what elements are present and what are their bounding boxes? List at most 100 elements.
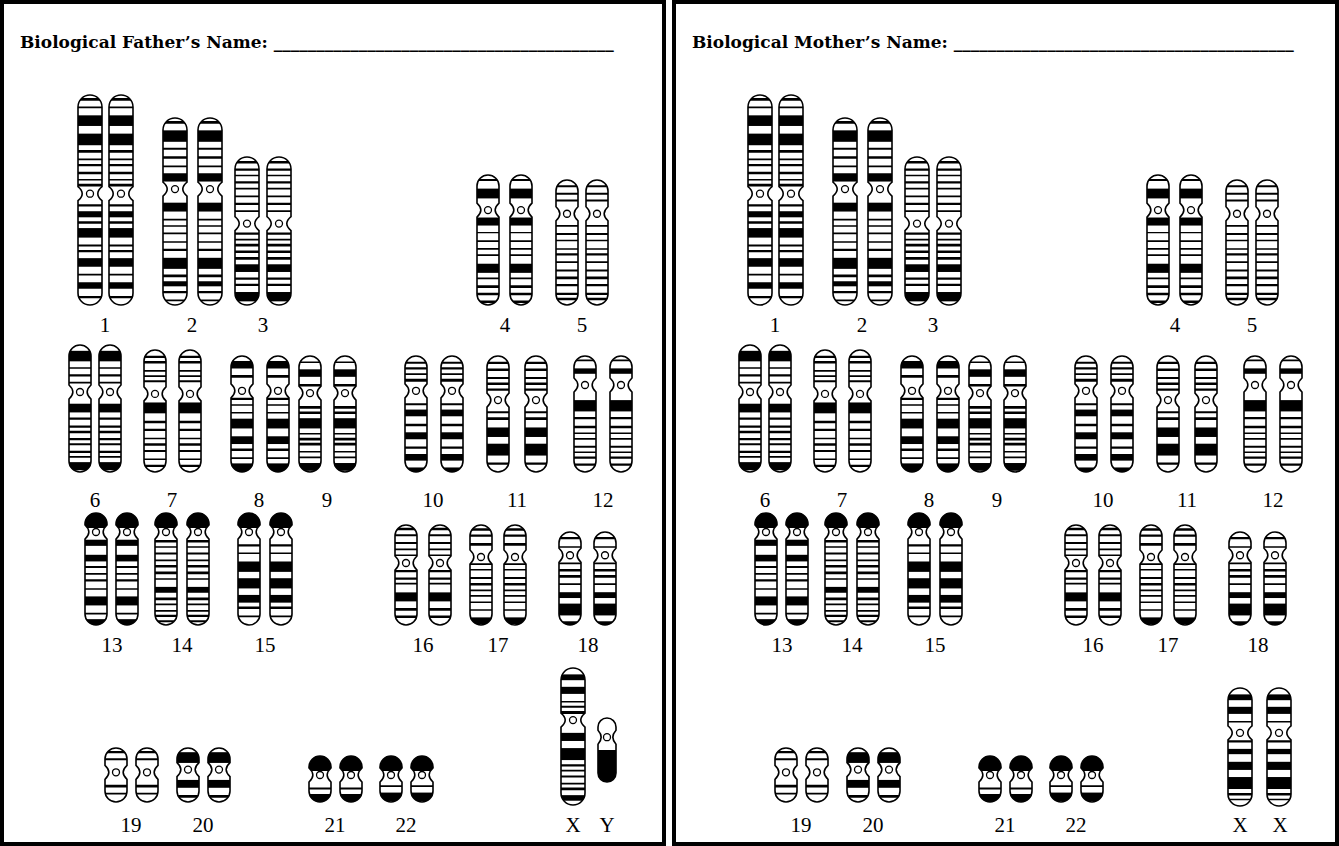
chromosome-band xyxy=(266,169,292,170)
band-line xyxy=(778,250,804,252)
chromosome-band xyxy=(486,378,510,379)
band-line xyxy=(1146,232,1170,233)
chromosome-band xyxy=(585,233,609,234)
chromosome-band xyxy=(469,595,493,596)
chromosome-band xyxy=(832,166,858,167)
band-line xyxy=(440,446,464,448)
band-group xyxy=(230,361,254,473)
chromosome-band xyxy=(754,566,778,567)
band-line xyxy=(237,615,261,617)
chromatid-fill xyxy=(309,756,331,802)
chromatid-fill xyxy=(504,525,526,625)
band-line xyxy=(558,575,582,578)
chromosome-band xyxy=(234,203,260,204)
band-line xyxy=(900,449,924,452)
centromere xyxy=(1012,390,1019,397)
band-line xyxy=(904,239,930,241)
band-line xyxy=(747,296,773,298)
band-line xyxy=(904,244,930,247)
chromosome-band xyxy=(197,148,223,149)
chromosome-band xyxy=(77,134,103,146)
band-group xyxy=(867,122,893,300)
chromosome-band xyxy=(266,412,290,413)
band-line xyxy=(143,429,167,431)
chromosome-band xyxy=(785,566,809,567)
chromosome-band xyxy=(333,418,357,428)
chromosome-band xyxy=(573,446,597,447)
band-line xyxy=(900,375,924,378)
band-line xyxy=(266,277,292,279)
chromatid-outline xyxy=(109,95,133,305)
chromatid-outline xyxy=(334,356,356,472)
chromosome-band xyxy=(609,464,633,465)
chromosome-band xyxy=(428,555,452,556)
dark-band xyxy=(234,264,260,272)
chromatid-fill xyxy=(177,748,199,802)
satellite-cap xyxy=(115,512,139,528)
band-line xyxy=(593,575,617,578)
chromosome-band xyxy=(197,249,223,250)
chromosome-band xyxy=(394,571,418,572)
dark-band xyxy=(440,432,464,439)
centromere xyxy=(594,210,601,217)
band-line xyxy=(555,233,579,235)
chromosome-band xyxy=(747,173,773,174)
chromosome xyxy=(469,525,493,625)
chromatid-fill xyxy=(144,350,166,472)
band-line xyxy=(298,412,322,414)
dark-band xyxy=(476,218,500,226)
chromosome-band xyxy=(108,205,134,206)
centromere xyxy=(278,529,285,536)
chromatid-fill xyxy=(868,118,892,305)
dark-band xyxy=(162,203,188,212)
band-line xyxy=(768,367,792,369)
chromatid-outline xyxy=(755,513,777,625)
chromosome-band xyxy=(747,159,773,160)
band-line xyxy=(404,373,428,375)
chromosome-band xyxy=(1225,249,1249,250)
chromosome-band xyxy=(108,211,134,217)
dark-band xyxy=(778,282,804,288)
dark-band xyxy=(1179,218,1203,226)
chromosome-band xyxy=(298,412,322,413)
band-line xyxy=(558,569,582,571)
chromosome-band xyxy=(867,203,893,212)
dark-band xyxy=(269,561,293,571)
chromatid-outline xyxy=(99,345,121,472)
band-line xyxy=(968,433,992,434)
band-line xyxy=(68,367,92,369)
chromosome-band xyxy=(115,588,139,589)
band-line xyxy=(738,425,762,427)
band-line xyxy=(404,403,428,405)
chromosome xyxy=(1179,175,1203,305)
chromosome-band xyxy=(1194,463,1218,464)
band-line xyxy=(968,362,992,363)
chromosome-band xyxy=(98,456,122,457)
band-line xyxy=(469,609,493,610)
band-line xyxy=(476,232,500,233)
chromosome-band xyxy=(108,165,134,166)
dark-band xyxy=(266,436,290,444)
band-group xyxy=(904,162,930,301)
band-line xyxy=(1156,411,1180,413)
chromosome-band xyxy=(585,186,609,187)
band-line xyxy=(1179,293,1203,295)
chromosome-band xyxy=(77,258,103,267)
chromatid-outline xyxy=(779,95,803,305)
band-line xyxy=(154,560,178,562)
band-line xyxy=(266,195,292,197)
chromosome-band xyxy=(747,251,773,252)
band-line xyxy=(404,367,428,369)
chromatid-outline xyxy=(235,157,259,305)
chromosome-band xyxy=(509,278,533,279)
chromosome-band xyxy=(1255,186,1279,187)
band-line xyxy=(394,542,418,544)
chromosome-band xyxy=(509,248,533,249)
band-line xyxy=(1279,433,1303,434)
band-group xyxy=(848,357,872,466)
chromosome-band xyxy=(234,233,260,234)
chromosome-band xyxy=(428,571,452,572)
chromatid-fill xyxy=(380,756,402,802)
chromosome-band xyxy=(609,452,633,453)
band-line xyxy=(77,274,103,276)
